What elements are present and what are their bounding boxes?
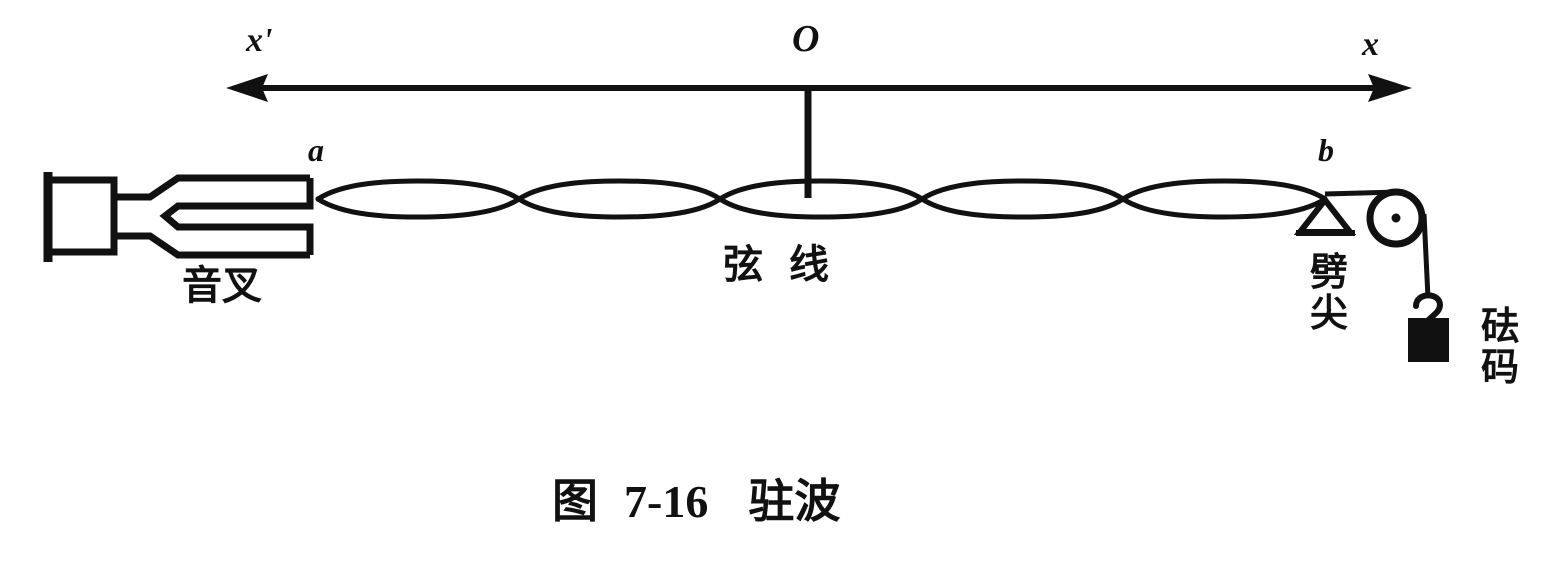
- weight-label-char-1: 砝: [1480, 304, 1519, 348]
- knife-edge-label: 劈 尖: [1305, 250, 1353, 336]
- knife-edge-icon: [1293, 195, 1357, 236]
- string-label-char-2: 线: [789, 242, 829, 288]
- point-b-label: b: [1318, 132, 1334, 168]
- fork-prongs: [159, 178, 314, 255]
- wave-envelope-upper: [315, 178, 1328, 220]
- weight-assembly: [1408, 292, 1449, 362]
- tuning-fork-icon: [43, 172, 314, 262]
- caption-prefix: 图: [552, 474, 598, 528]
- hanging-string: [1421, 213, 1431, 299]
- axis-left-label: x': [246, 22, 273, 59]
- caption-number: 7-16: [624, 476, 709, 527]
- tuning-fork-label: 音叉: [182, 263, 262, 309]
- pulley-axle-dot: [1391, 213, 1401, 223]
- string-label-char-1: 弦: [723, 242, 763, 288]
- axis-right-arrowhead: [1368, 74, 1412, 102]
- pulley-icon: [1366, 188, 1426, 248]
- fork-stem: [114, 174, 310, 201]
- weight-block: [1408, 318, 1449, 362]
- axis-right-label: x: [1362, 26, 1379, 63]
- knife-edge-label-char-1: 劈: [1309, 250, 1348, 294]
- fork-stem-lower: [114, 232, 310, 259]
- wave-envelope-lower: [315, 178, 1328, 220]
- weight-label-char-2: 码: [1480, 345, 1519, 390]
- string-label: 弦线: [723, 245, 829, 285]
- fork-base-block: [44, 176, 118, 256]
- caption-title: 驻波: [748, 474, 841, 528]
- point-a-label: a: [308, 132, 324, 168]
- weight-label: 砝 码: [1476, 304, 1524, 390]
- axis-left-arrowhead: [226, 74, 268, 102]
- knife-edge-label-char-2: 尖: [1309, 291, 1348, 336]
- origin-label: O: [792, 18, 820, 60]
- standing-wave-pattern: [315, 178, 1328, 220]
